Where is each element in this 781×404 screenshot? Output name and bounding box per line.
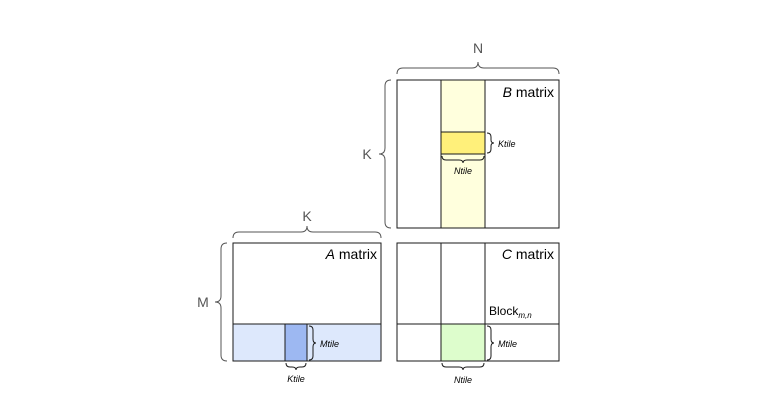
a-mtile-brace: [308, 325, 317, 361]
m-dimension: M: [197, 242, 228, 362]
k-dimension-a: K: [232, 208, 382, 239]
c-ntile-brace: [441, 362, 485, 371]
k-label-b: K: [362, 146, 372, 162]
n-brace: [396, 61, 560, 75]
c-mtile-label: Mtile: [498, 339, 517, 349]
a-ktile-label: Ktile: [287, 374, 305, 384]
m-label: M: [197, 294, 209, 310]
a-matrix: A matrix Mtile Ktile: [232, 242, 382, 384]
c-matrix: C matrix Blockm,n Mtile Ntile: [396, 242, 560, 385]
b-ntile-label: Ntile: [454, 166, 472, 176]
c-matrix-word: matrix: [512, 246, 554, 262]
b-matrix-letter: B: [503, 84, 512, 100]
c-matrix-title: C matrix: [502, 246, 554, 262]
block-label: Blockm,n: [489, 304, 532, 320]
a-matrix-border: [232, 242, 382, 362]
b-matrix-border: [396, 79, 560, 229]
c-ntile-label: Ntile: [454, 375, 472, 385]
block-label-subscript: m,n: [518, 311, 532, 320]
k-label-a: K: [302, 208, 312, 224]
n-dimension: N: [396, 40, 560, 75]
a-tile: [284, 323, 308, 362]
k-brace-a: [232, 225, 382, 239]
a-ktile-brace: [285, 362, 307, 371]
k-brace-b: [378, 79, 392, 229]
block-label-base: Block: [489, 304, 519, 318]
b-matrix-title: B matrix: [503, 84, 554, 100]
m-brace: [214, 242, 228, 362]
b-matrix-word: matrix: [512, 84, 554, 100]
c-tile: [441, 324, 485, 361]
c-matrix-letter: C: [502, 246, 513, 262]
a-mtile-label: Mtile: [320, 339, 339, 349]
b-ktile-label: Ktile: [498, 139, 516, 149]
c-mtile-brace: [486, 325, 495, 361]
a-matrix-letter: A: [325, 246, 335, 262]
b-ktile-brace: [486, 132, 495, 154]
n-label: N: [473, 40, 483, 56]
b-tile: [440, 131, 486, 155]
b-matrix: B matrix Ktile Ntile: [396, 79, 560, 229]
c-matrix-border: [396, 242, 560, 362]
a-matrix-title: A matrix: [325, 246, 377, 262]
b-ntile-brace: [441, 155, 485, 164]
k-dimension-b: K: [362, 79, 392, 229]
a-matrix-word: matrix: [335, 246, 377, 262]
